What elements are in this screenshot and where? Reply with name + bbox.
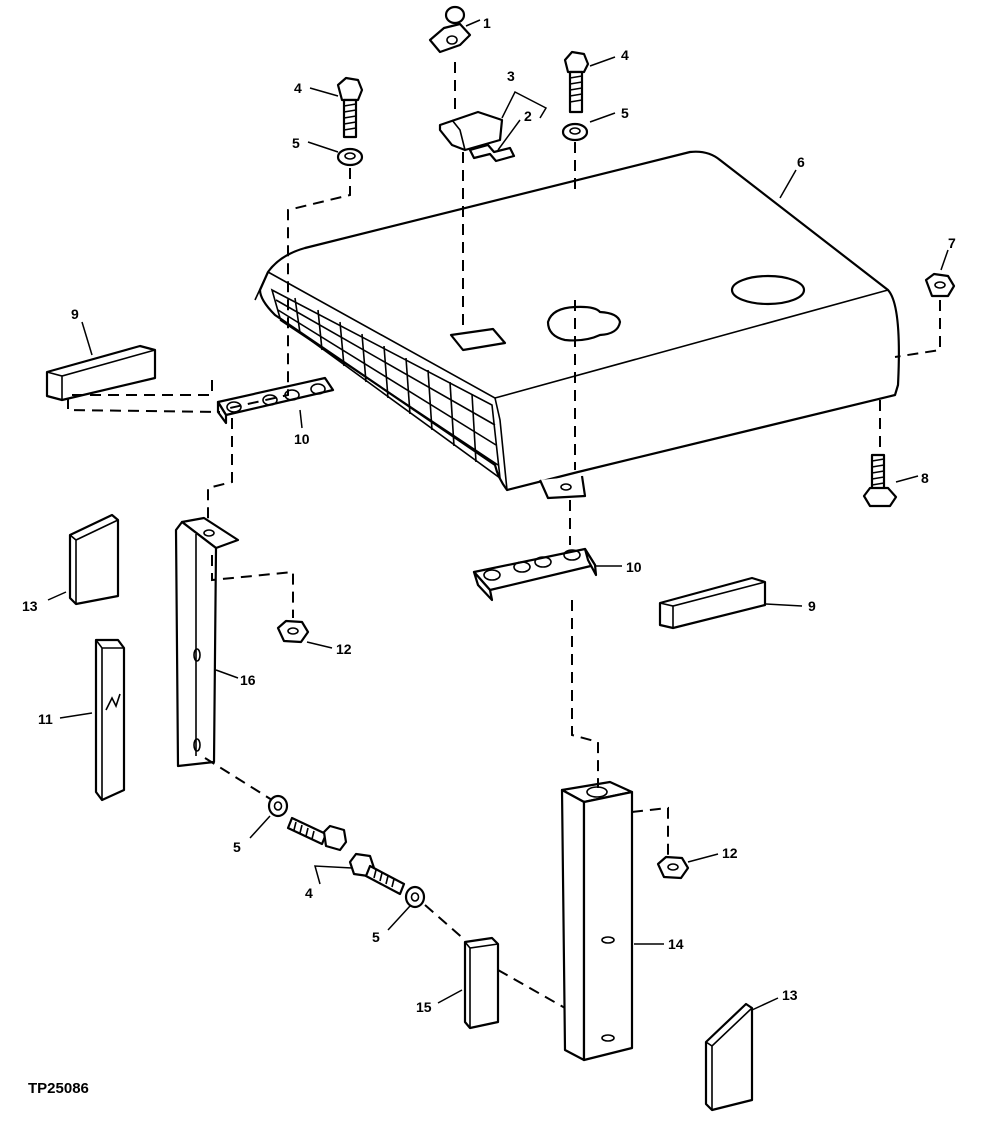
callout-13-left: 13 xyxy=(22,598,38,614)
washer-top-left xyxy=(336,147,364,167)
callout-7: 7 xyxy=(948,235,956,251)
callout-9-left: 9 xyxy=(71,306,79,322)
mount-bracket-left xyxy=(216,376,335,425)
bolt-lower-left xyxy=(286,816,348,852)
callout-5-top-left: 5 xyxy=(292,135,300,151)
callout-8: 8 xyxy=(921,470,929,486)
callout-13-right: 13 xyxy=(782,987,798,1003)
callout-5-top-right: 5 xyxy=(621,105,629,121)
callout-16: 16 xyxy=(240,672,256,688)
callout-12-right: 12 xyxy=(722,845,738,861)
callout-2: 2 xyxy=(524,108,532,124)
hood-mount-tab xyxy=(538,475,587,500)
callout-1: 1 xyxy=(483,15,491,31)
washer-lower-right xyxy=(404,885,426,909)
bolt-lower-right xyxy=(348,852,406,896)
pad-right xyxy=(704,1002,754,1112)
latch-key-part xyxy=(428,5,472,54)
callout-labels: 1 2 3 4 5 4 5 6 7 8 9 10 10 9 13 11 12 1… xyxy=(22,15,956,1015)
callout-5-lower-left: 5 xyxy=(233,839,241,855)
assembly-lines xyxy=(67,62,941,1009)
washer-lower-left xyxy=(267,794,289,818)
callout-4-lower: 4 xyxy=(305,885,313,901)
bolt-bottom-right xyxy=(862,453,898,508)
callout-4-top-left: 4 xyxy=(294,80,302,96)
small-insert xyxy=(463,936,500,1030)
bolt-top-right xyxy=(563,50,590,114)
mount-bracket-right xyxy=(472,547,598,602)
callout-11: 11 xyxy=(38,711,53,727)
latch-spring-clip xyxy=(468,143,516,163)
hood-cover xyxy=(254,150,900,500)
callout-15: 15 xyxy=(416,999,432,1015)
notched-insert xyxy=(94,638,126,802)
pad-left xyxy=(68,513,120,606)
callout-9-right: 9 xyxy=(808,598,816,614)
hood-grille xyxy=(270,288,501,480)
figure-id: TP25086 xyxy=(28,1080,89,1097)
callout-10-right: 10 xyxy=(626,559,642,575)
callout-3: 3 xyxy=(507,68,515,84)
leader-lines xyxy=(47,19,949,1011)
support-bar-left xyxy=(174,516,240,768)
callout-6: 6 xyxy=(797,154,805,170)
callout-12-left: 12 xyxy=(336,641,352,657)
nut-right-lower xyxy=(656,855,690,880)
post-right xyxy=(560,780,634,1062)
callout-5-lower-right: 5 xyxy=(372,929,380,945)
callout-10-left: 10 xyxy=(294,431,310,447)
callout-14: 14 xyxy=(668,936,684,952)
latch-plate xyxy=(438,110,504,152)
washer-top-right xyxy=(561,122,589,142)
bolt-top-left xyxy=(336,76,364,139)
nut-left xyxy=(276,619,310,644)
bumper-block-right xyxy=(658,576,767,630)
bumper-block-left xyxy=(45,344,157,402)
hood-latch-opening xyxy=(449,327,507,352)
callout-4-top-right: 4 xyxy=(621,47,629,63)
hood-round-opening xyxy=(730,274,806,306)
nut-right xyxy=(924,272,956,298)
